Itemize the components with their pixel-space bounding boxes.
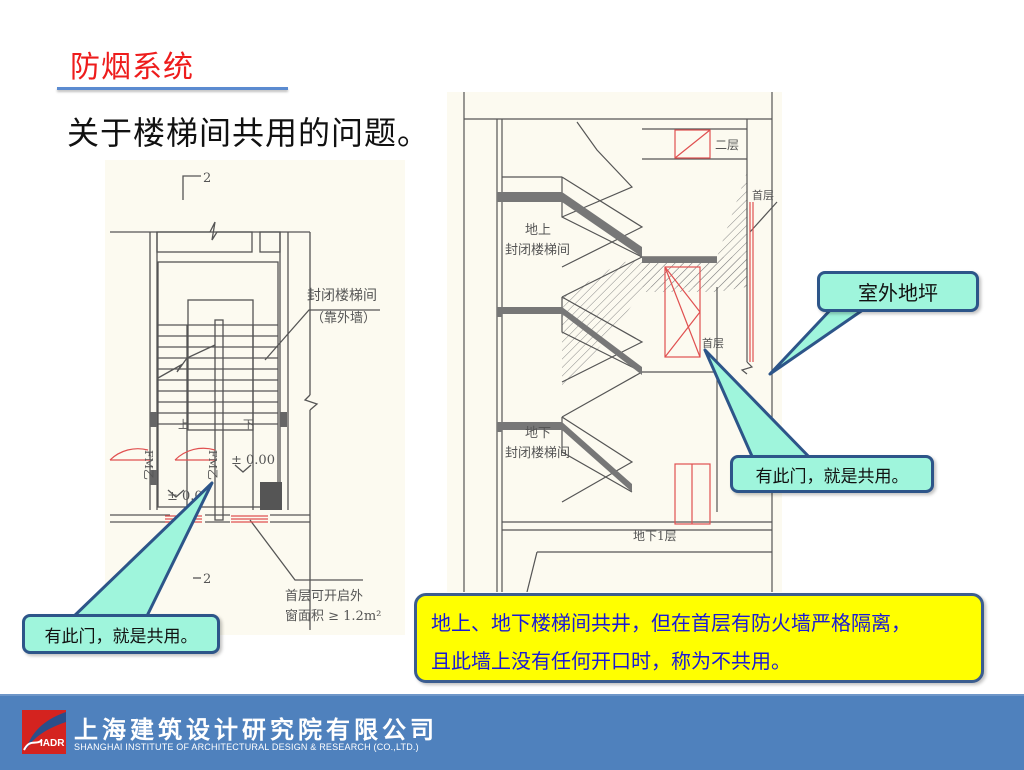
callout-right-door: 有此门，就是共用。 — [730, 455, 934, 493]
callout-outdoor-grade-text: 室外地坪 — [858, 281, 938, 305]
callout-left-door-text: 有此门，就是共用。 — [44, 626, 198, 647]
door-code-1: FM乙 — [142, 450, 155, 480]
label-exterior-wall: （靠外墙） — [311, 311, 376, 326]
stair-plan-drawing: 2 2 封闭楼梯间 （靠外墙） 上 下 ± 0.00 ± 0.0 首层可开启外 … — [105, 160, 405, 635]
note-line-1: 地上、地下楼梯间共井，但在首层有防火墙严格隔离， — [431, 611, 911, 635]
logo-swoosh-icon — [23, 712, 66, 751]
label-ground-floor: 首层 — [752, 188, 774, 202]
section-mark-top: 2 — [203, 171, 211, 186]
slide-subtitle: 关于楼梯间共用的问题。 — [67, 114, 431, 152]
label-above-stair: 封闭楼梯间 — [505, 243, 570, 258]
slide-title: 防烟系统 — [70, 50, 194, 85]
footer-bar: IADR 上海建筑设计研究院有限公司 SHANGHAI INSTITUTE OF… — [0, 694, 1024, 770]
label-down: 下 — [243, 418, 254, 431]
note-line-2: 且此墙上没有任何开口时，称为不共用。 — [431, 649, 791, 673]
label-up: 上 — [178, 418, 189, 431]
label-below-stair: 封闭楼梯间 — [505, 446, 570, 461]
company-name-cn: 上海建筑设计研究院有限公司 — [74, 716, 438, 744]
stair-section-drawing: 二层 首层 首层 地上 封闭楼梯间 地下 封闭楼梯间 地下1层 — [447, 92, 782, 592]
logo-text: IADR — [40, 738, 65, 749]
explanation-note: 地上、地下楼梯间共井，但在首层有防火墙严格隔离， 且此墙上没有任何开口时，称为不… — [414, 593, 984, 683]
section-mark-bottom: 2 — [203, 572, 211, 587]
title-underline — [57, 87, 288, 90]
label-below-ground: 地下 — [525, 426, 551, 441]
door-code-2: FM乙 — [206, 450, 219, 480]
label-ground-floor-inner: 首层 — [702, 336, 724, 350]
label-second-floor: 二层 — [715, 138, 739, 152]
label-basement-1: 地下1层 — [633, 529, 677, 543]
company-name-en: SHANGHAI INSTITUTE OF ARCHITECTURAL DESI… — [74, 742, 419, 752]
label-above-ground: 地上 — [525, 223, 551, 238]
window-note-line1: 首层可开启外 — [285, 589, 363, 604]
callout-outdoor-grade: 室外地坪 — [817, 271, 979, 312]
callout-left-door: 有此门，就是共用。 — [22, 614, 220, 654]
callout-right-door-text: 有此门，就是共用。 — [755, 466, 909, 487]
window-note-line2: 窗面积 ≥ 1.2m² — [285, 608, 381, 624]
company-logo: IADR — [22, 710, 66, 754]
elevation-label-1: ± 0.00 — [231, 453, 275, 468]
label-enclosed-stair: 封闭楼梯间 — [307, 288, 377, 304]
